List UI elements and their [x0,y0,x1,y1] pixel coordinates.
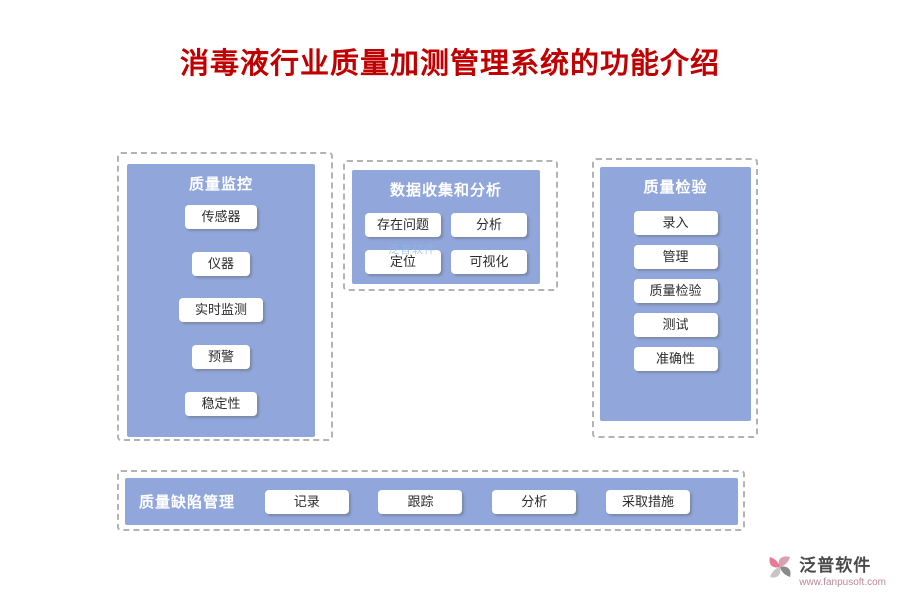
quality-monitoring-group: 质量监控 传感器 仪器 实时监测 预警 稳定性 [117,152,333,441]
data-chip: 定位 [365,250,441,274]
page-title: 消毒液行业质量加测管理系统的功能介绍 [179,48,720,80]
defect-chip: 分析 [492,489,577,514]
defect-management-panel: 质量缺陷管理 记录 跟踪 分析 采取措施 [125,478,738,525]
monitoring-chip-list: 传感器 仪器 实时监测 预警 稳定性 [127,194,315,427]
panel-title-data-analysis: 数据收集和分析 [389,182,502,199]
inspection-chip: 准确性 [633,347,718,371]
defect-chip: 采取措施 [605,489,690,514]
panel-title-inspection: 质量检验 [643,179,708,196]
fanpu-logo-name: 泛普软件 [799,556,872,575]
data-chip-row: 定位 可视化 [352,250,540,274]
inspection-chip: 测试 [633,313,718,337]
panel-title-monitoring: 质量监控 [188,176,253,193]
defect-chip: 跟踪 [378,489,463,514]
inspection-chip-list: 录入 管理 质量检验 测试 准确性 [600,211,751,371]
quality-monitoring-panel: 质量监控 传感器 仪器 实时监测 预警 稳定性 [127,164,315,437]
inspection-chip: 管理 [633,245,718,269]
fan-pinwheel-icon [766,553,794,586]
monitoring-chip: 仪器 [191,251,250,276]
fanpu-logo-url: www.fanpusoft.com [799,577,886,588]
fanpu-logo: 泛普软件 www.fanpusoft.com [766,551,886,588]
quality-inspection-panel: 质量检验 录入 管理 质量检验 测试 准确性 [600,167,751,421]
data-chip: 存在问题 [365,213,441,237]
fanpu-logo-text-block: 泛普软件 www.fanpusoft.com [799,551,886,588]
defect-management-group: 质量缺陷管理 记录 跟踪 分析 采取措施 [117,470,745,531]
data-chip: 可视化 [451,250,527,274]
monitoring-chip: 实时监测 [178,298,263,323]
monitoring-chip: 预警 [191,345,250,370]
monitoring-chip: 传感器 [185,205,257,230]
inspection-chip: 质量检验 [633,279,718,303]
inspection-chip: 录入 [633,211,718,235]
data-analysis-group: 数据收集和分析 存在问题 分析 定位 可视化 [343,160,558,291]
data-chip: 分析 [451,213,527,237]
monitoring-chip: 稳定性 [185,391,257,416]
data-chip-row: 存在问题 分析 [352,213,540,237]
data-analysis-panel: 数据收集和分析 存在问题 分析 定位 可视化 [352,170,540,284]
quality-inspection-group: 质量检验 录入 管理 质量检验 测试 准确性 [592,158,758,438]
panel-title-defect: 质量缺陷管理 [139,494,236,511]
defect-chip: 记录 [264,489,349,514]
